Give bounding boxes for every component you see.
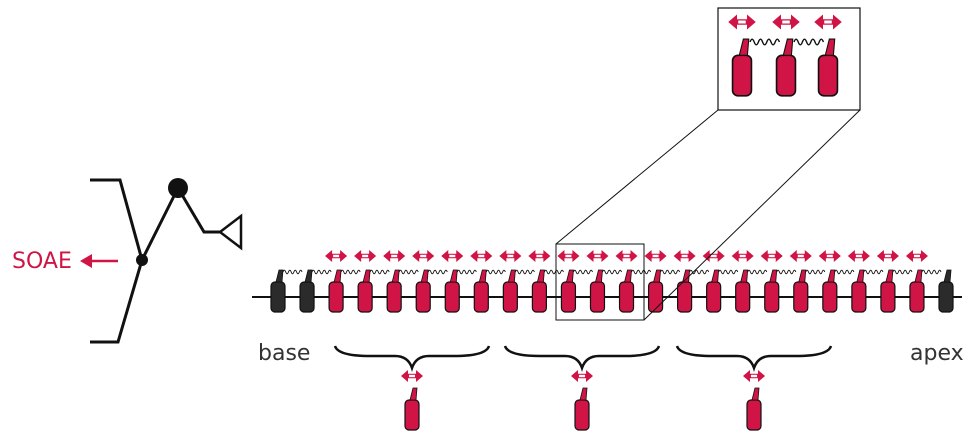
ossicle-dot (168, 178, 188, 198)
double-arrow-icon (905, 250, 928, 262)
hair-cell-icon (589, 269, 606, 313)
double-arrow-icon (818, 250, 841, 262)
hair-cell-icon (328, 269, 344, 313)
spring-coupling-icon (369, 269, 390, 275)
zoom-line-right (643, 109, 861, 321)
spring-coupling-icon (572, 269, 593, 275)
hair-cell-icon (574, 387, 590, 431)
soae-arrow-icon (80, 254, 118, 268)
hair-cell-icon (404, 387, 420, 431)
spring-coupling-icon (427, 269, 448, 275)
hair-cell-icon (415, 269, 431, 313)
apex-label: apex (910, 341, 963, 366)
hair-cell-icon (444, 269, 460, 313)
soae-label: SOAE (12, 249, 72, 274)
hair-cell-icon (560, 269, 577, 313)
double-arrow-icon (383, 250, 406, 262)
spring-coupling-icon (631, 269, 652, 275)
double-arrow-icon (789, 250, 812, 262)
brace-icon (333, 345, 491, 372)
selection-box (555, 243, 645, 321)
double-arrow-icon (557, 250, 580, 262)
double-arrow-icon (354, 250, 377, 262)
double-arrow-icon (673, 250, 696, 262)
hair-cell-icon (473, 269, 489, 313)
spring-coupling-icon (282, 269, 303, 275)
hair-cell-icon (299, 269, 315, 313)
hair-cell-icon (746, 387, 762, 431)
double-arrow-icon (876, 250, 899, 262)
double-arrow-icon (847, 250, 870, 262)
double-arrow-icon (441, 250, 464, 262)
spring-coupling-icon (921, 269, 942, 275)
double-arrow-icon (644, 250, 667, 262)
spring-coupling-icon (514, 269, 535, 275)
hair-cell-icon (531, 269, 547, 313)
hair-cell-icon (880, 269, 896, 313)
double-arrow-icon (325, 250, 348, 262)
hair-cell-icon (618, 269, 635, 313)
brace-icon (503, 345, 661, 372)
spring-coupling-icon (543, 269, 564, 275)
brace-icon (675, 345, 833, 372)
spring-coupling-icon (456, 269, 477, 275)
hair-cell-icon (938, 269, 954, 313)
spring-coupling-icon (485, 269, 506, 275)
hair-cell-icon (706, 269, 722, 313)
hair-cell-icon (386, 269, 402, 313)
spring-coupling-icon (718, 269, 739, 275)
zoom-line-left (555, 109, 719, 245)
double-arrow-icon (586, 250, 609, 262)
hair-cell-icon (647, 269, 664, 313)
spring-coupling-icon (863, 269, 884, 275)
spring-coupling-icon (834, 269, 855, 275)
spring-coupling-icon (340, 269, 361, 275)
double-arrow-icon (615, 250, 638, 262)
spring-coupling-icon (776, 269, 797, 275)
double-arrow-icon (731, 250, 754, 262)
spring-coupling-icon (311, 269, 332, 275)
spring-coupling-icon (660, 269, 681, 275)
hair-cell-row (270, 250, 954, 313)
hair-cell-icon (851, 269, 867, 313)
grouped-hair-cells (401, 370, 765, 431)
spring-coupling-icon (805, 269, 826, 275)
hair-cell-icon (735, 269, 751, 313)
spring-coupling-icon (398, 269, 419, 275)
spring-coupling-icon (602, 269, 622, 275)
double-arrow-icon (760, 250, 783, 262)
ear-junction-dot (136, 254, 148, 266)
hair-cell-icon (502, 269, 518, 313)
hair-cell-icon (270, 269, 286, 313)
base-label: base (258, 341, 310, 366)
hair-cell-icon (909, 269, 925, 313)
hair-cell-icon (793, 269, 809, 313)
double-arrow-icon (412, 250, 435, 262)
double-arrow-icon (528, 250, 551, 262)
hair-cell-icon (764, 269, 780, 313)
double-arrow-icon (499, 250, 522, 262)
spring-coupling-icon (892, 269, 913, 275)
double-arrow-icon (470, 250, 493, 262)
hair-cell-icon (357, 269, 373, 313)
hair-cell-icon (822, 269, 838, 313)
spring-coupling-icon (747, 269, 768, 275)
